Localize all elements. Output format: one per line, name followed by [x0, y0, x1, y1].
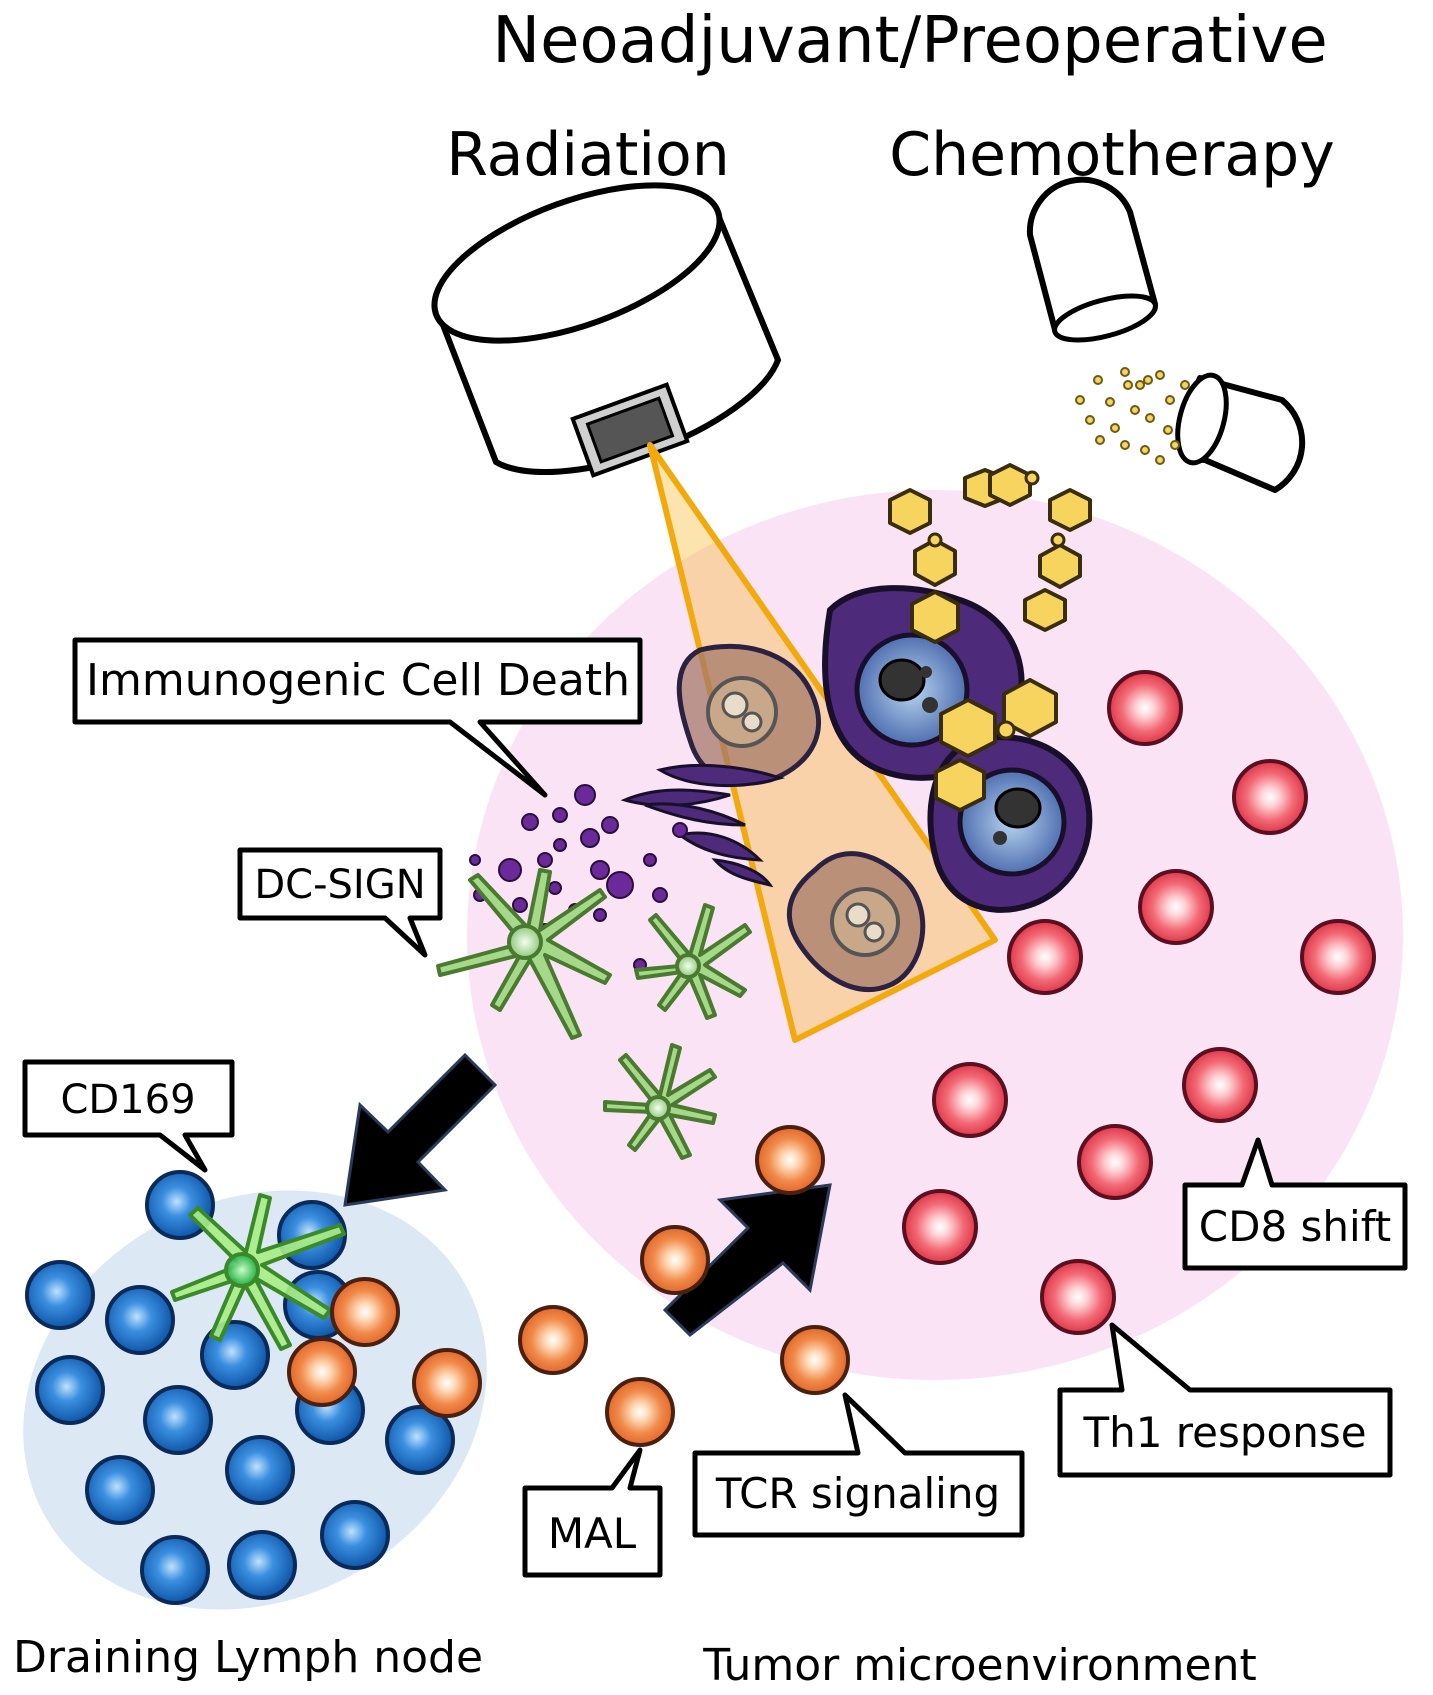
tumor-cell-dying [786, 851, 926, 992]
dendritic-cell [436, 868, 612, 1040]
callout-tcr-signaling: TCR signaling [692, 1392, 1025, 1538]
migration-arrow-icon [343, 1052, 498, 1207]
callout-dcsign-text: DC-SIGN [254, 862, 425, 908]
radiation-label: Radiation [446, 120, 730, 190]
callout-mal-text: MAL [548, 1509, 637, 1558]
dendritic-cell [603, 1043, 717, 1160]
callout-icd-text: Immunogenic Cell Death [86, 655, 630, 706]
callout-cd169: CD169 [22, 1059, 235, 1173]
orange-t-cells [287, 1125, 850, 1447]
drug-particles [1075, 367, 1190, 465]
cd169-dendritic-cell [170, 1193, 346, 1351]
cell-debris [620, 763, 785, 888]
radiation-machine-icon [431, 182, 781, 478]
chemotherapy-label: Chemotherapy [889, 120, 1335, 190]
tumor-microenvironment-label: Tumor microenvironment [702, 1640, 1256, 1691]
callout-tcr-text: TCR signaling [715, 1469, 1000, 1518]
dendritic-cell [634, 903, 752, 1020]
callout-cd8-shift: CD8 shift [1182, 1137, 1408, 1271]
capsule-icon [1026, 176, 1306, 493]
callout-cd169-text: CD169 [60, 1077, 195, 1123]
drug-molecule-links [927, 470, 1066, 740]
callout-dc-sign: DC-SIGN [237, 847, 443, 958]
tumor-cell-dying [676, 643, 822, 786]
page-title: Neoadjuvant/Preoperative [492, 4, 1327, 78]
lymph-node-label: Draining Lymph node [13, 1632, 483, 1683]
callout-immunogenic-cell-death: Immunogenic Cell Death [72, 637, 643, 798]
activation-arrow-icon [662, 1183, 832, 1337]
red-t-cells [902, 670, 1376, 1335]
callout-th1-text: Th1 response [1082, 1408, 1366, 1457]
drug-molecule [888, 463, 1092, 812]
callout-th1-response: Th1 response [1057, 1322, 1393, 1478]
callout-mal: MAL [522, 1447, 663, 1578]
callout-cd8-text: CD8 shift [1199, 1202, 1391, 1251]
